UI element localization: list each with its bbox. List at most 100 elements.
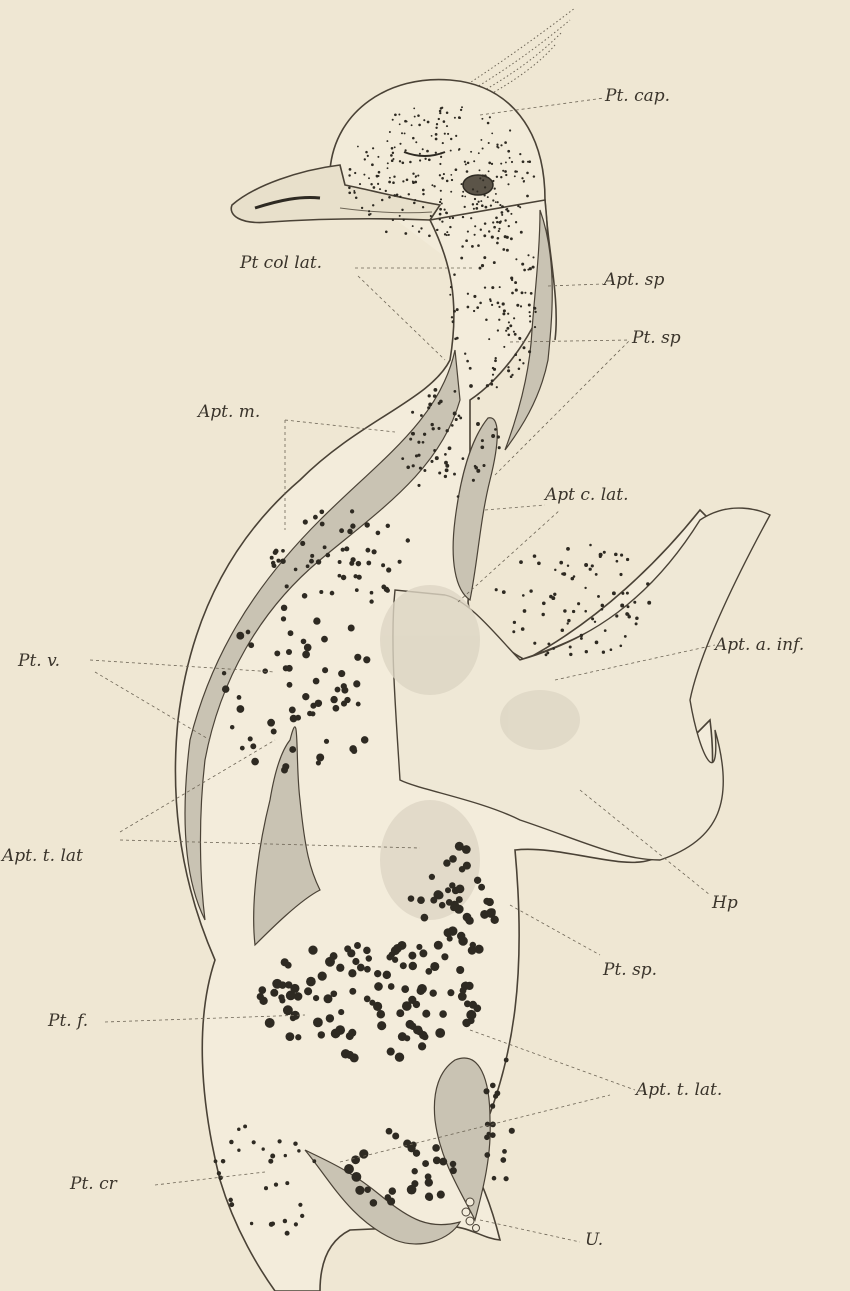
feather-dot xyxy=(480,139,482,141)
feather-dot xyxy=(507,183,509,185)
feather-dot xyxy=(519,153,521,155)
feather-dot xyxy=(513,621,516,624)
feather-dot xyxy=(344,945,351,952)
feather-dot xyxy=(506,327,509,330)
feather-dot xyxy=(528,304,531,307)
feather-dot xyxy=(495,357,497,359)
feather-dot xyxy=(431,423,434,426)
feather-dot xyxy=(522,362,524,364)
feather-dot xyxy=(412,225,414,227)
feather-dot xyxy=(439,902,446,909)
feather-dot xyxy=(370,591,374,595)
feather-dot xyxy=(350,509,354,513)
feather-dot xyxy=(491,434,495,438)
feather-dot xyxy=(417,984,427,994)
feather-dot xyxy=(281,616,286,621)
feather-dot xyxy=(386,567,391,572)
feather-dot xyxy=(487,122,490,125)
feather-dot xyxy=(396,1009,404,1017)
feather-dot xyxy=(594,621,596,623)
feather-dot xyxy=(443,859,450,866)
feather-dot xyxy=(451,316,453,318)
feather-dot xyxy=(492,1176,497,1181)
feather-dot xyxy=(419,467,422,470)
feather-dot xyxy=(441,203,443,205)
feather-dot xyxy=(363,656,370,663)
feather-dot xyxy=(461,195,463,197)
feather-dot xyxy=(445,887,451,893)
feather-dot xyxy=(534,311,536,313)
feather-dot xyxy=(426,1194,433,1201)
feather-dot xyxy=(381,563,385,567)
feather-dot xyxy=(478,884,485,891)
feather-dot xyxy=(512,630,515,633)
feather-dot xyxy=(435,133,438,136)
feather-dot xyxy=(602,651,605,654)
feather-dot xyxy=(511,279,513,281)
feather-dot xyxy=(479,267,482,270)
feather-dot xyxy=(455,135,457,137)
feather-dot xyxy=(444,475,447,478)
feather-dot xyxy=(419,159,421,161)
feather-dot xyxy=(488,908,495,915)
feather-dot xyxy=(415,454,418,457)
feather-dot xyxy=(269,1222,274,1227)
feather-dot xyxy=(408,895,415,902)
feather-dot xyxy=(476,469,480,473)
feather-dot xyxy=(455,168,458,171)
feather-dot xyxy=(323,545,327,549)
feather-dot xyxy=(473,310,475,312)
feather-dot xyxy=(279,997,285,1003)
feather-dot xyxy=(467,293,469,295)
feather-dot xyxy=(507,313,509,315)
feather-dot xyxy=(496,221,498,223)
feather-dot xyxy=(475,945,484,954)
feather-dot xyxy=(511,161,513,163)
feather-dot xyxy=(341,548,345,552)
feather-dot xyxy=(379,188,381,190)
feather-dot xyxy=(372,549,377,554)
feather-dot xyxy=(350,523,355,528)
feather-dot xyxy=(285,1032,294,1041)
feather-dot xyxy=(454,117,456,119)
feather-dot xyxy=(390,154,393,157)
feather-dot xyxy=(431,184,433,186)
feather-dot xyxy=(519,359,521,361)
feather-dot xyxy=(237,705,245,713)
feather-dot xyxy=(584,610,587,613)
feather-dot xyxy=(454,337,457,340)
feather-dot xyxy=(454,390,457,393)
feather-dot xyxy=(474,466,478,470)
feather-dot xyxy=(338,670,345,677)
feather-dot xyxy=(351,748,357,754)
feather-dot xyxy=(533,175,535,177)
feather-dot xyxy=(392,1132,399,1139)
feather-dot xyxy=(313,1018,323,1028)
label-apt-a-inf: Apt. a. inf. xyxy=(715,637,804,654)
feather-dot xyxy=(417,896,425,904)
feather-dot xyxy=(488,142,490,144)
feather-dot xyxy=(508,321,510,323)
feather-dot xyxy=(491,379,494,382)
feather-dot xyxy=(267,719,275,727)
feather-dot xyxy=(270,989,278,997)
feather-dot xyxy=(504,219,506,221)
feather-dot xyxy=(429,874,435,880)
feather-dot xyxy=(450,904,457,911)
feather-dot xyxy=(422,1033,429,1040)
feather-dot xyxy=(444,209,446,211)
feather-dot xyxy=(361,736,369,744)
feather-dot xyxy=(500,176,502,178)
feather-dot xyxy=(363,947,371,955)
feather-dot xyxy=(330,591,335,596)
feather-dot xyxy=(393,175,395,177)
feather-dot xyxy=(446,180,449,183)
feather-dot xyxy=(262,1147,265,1150)
label-apt-m: Apt. m. xyxy=(198,404,260,421)
feather-dot xyxy=(418,231,420,233)
feather-dot xyxy=(318,1031,325,1038)
feather-dot xyxy=(521,627,525,631)
feather-dot xyxy=(453,310,456,313)
feather-dot xyxy=(421,914,429,922)
feather-dot xyxy=(277,1139,281,1143)
